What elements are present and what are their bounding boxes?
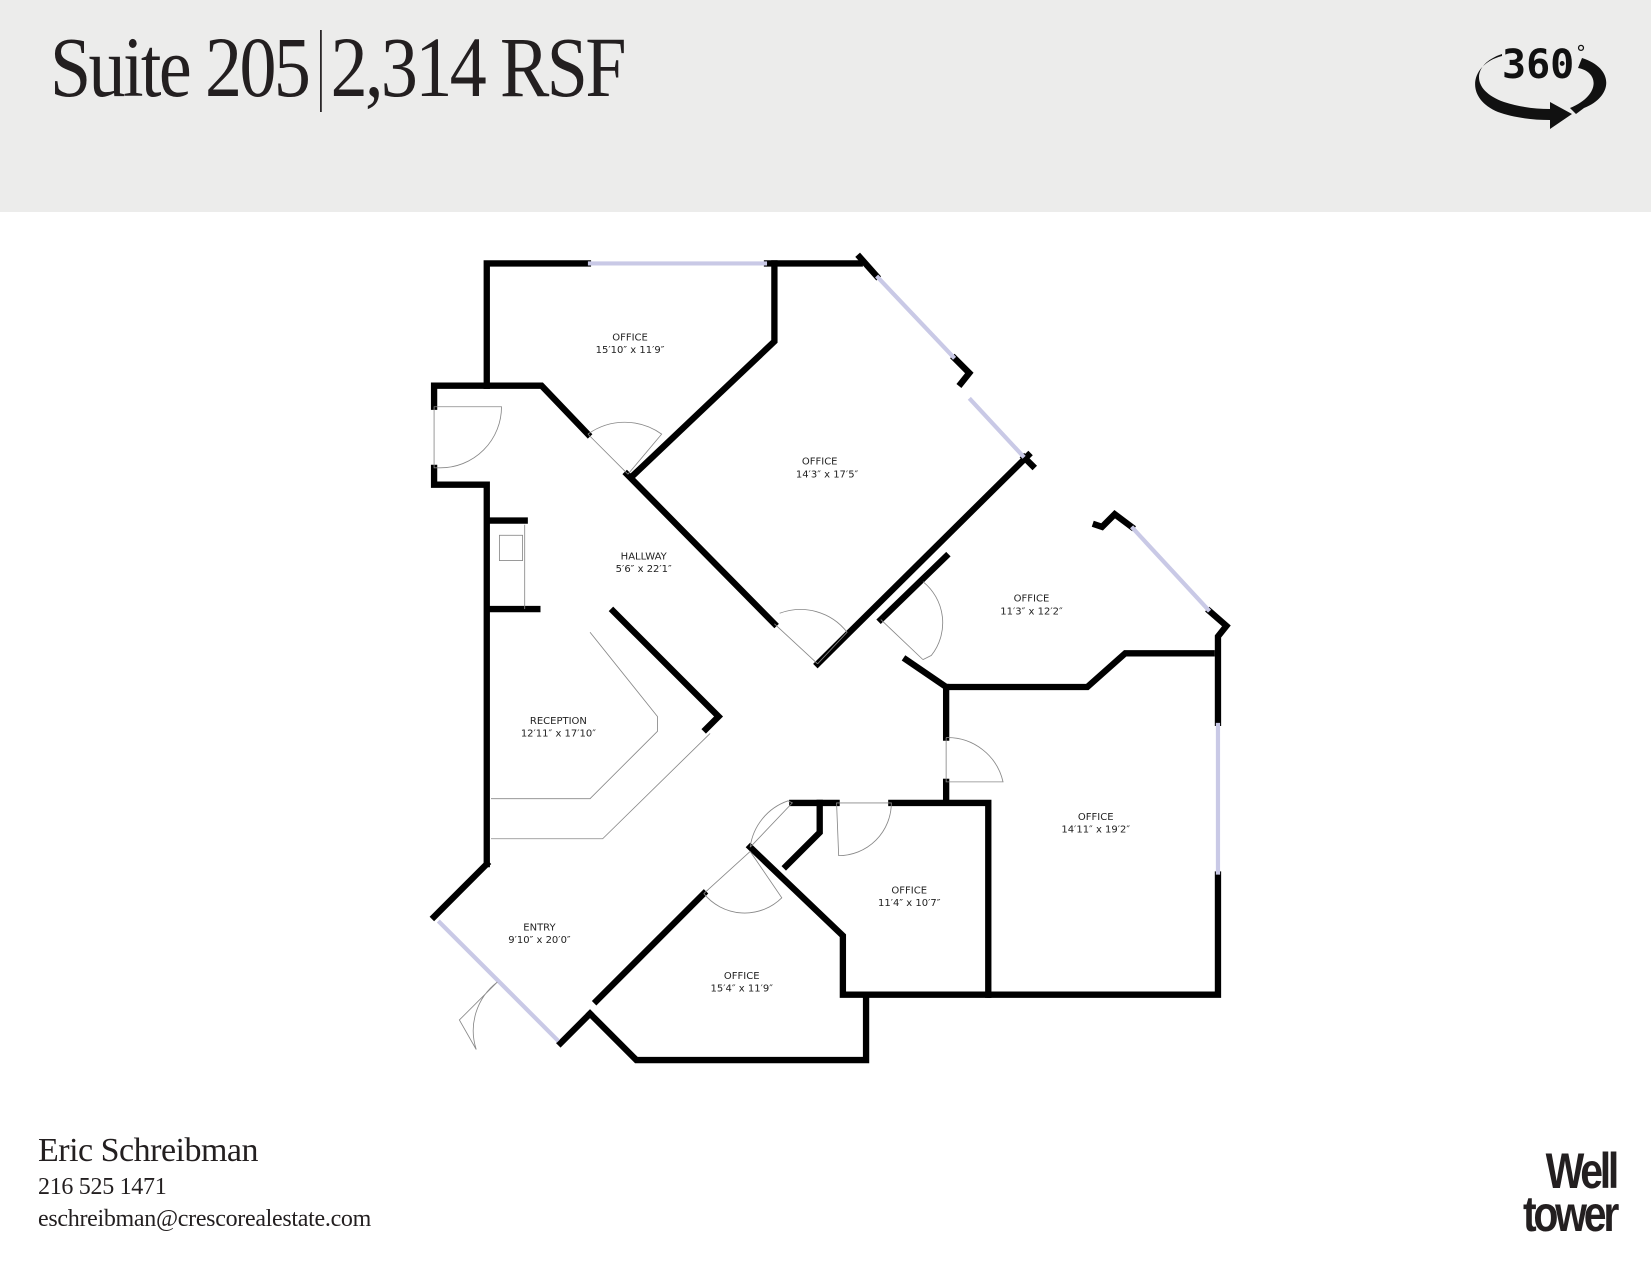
room-office-5-name: OFFICE bbox=[891, 886, 927, 897]
contact-block: Eric Schreibman 216 525 1471 eschreibman… bbox=[38, 1131, 371, 1235]
room-labels: OFFICE 15′10″ x 11′9″ OFFICE 14′3″ x 17′… bbox=[508, 332, 1130, 994]
logo-line-2: tower bbox=[1523, 1186, 1619, 1242]
room-office-2-name: OFFICE bbox=[802, 457, 838, 468]
room-office-5-dims: 11′4″ x 10′7″ bbox=[878, 898, 941, 909]
room-office-1-name: OFFICE bbox=[612, 332, 648, 343]
contact-phone[interactable]: 216 525 1471 bbox=[38, 1174, 167, 1200]
degree-label: ° bbox=[1576, 41, 1586, 65]
title-divider bbox=[320, 30, 323, 112]
room-reception-dims: 12′11″ x 17′10″ bbox=[521, 729, 596, 740]
room-office-4-name: OFFICE bbox=[1078, 812, 1114, 823]
contact-email[interactable]: eschreibman@crescorealestate.com bbox=[38, 1206, 371, 1232]
logo-line-1: Well bbox=[1545, 1143, 1620, 1199]
room-hallway-name: HALLWAY bbox=[621, 552, 668, 563]
room-office-3-name: OFFICE bbox=[1014, 594, 1050, 605]
room-office-6-name: OFFICE bbox=[724, 971, 760, 982]
contact-name: Eric Schreibman bbox=[38, 1132, 259, 1169]
area-label: 2,314 RSF bbox=[330, 19, 627, 115]
room-office-1-dims: 15′10″ x 11′9″ bbox=[596, 345, 665, 356]
room-entry-name: ENTRY bbox=[523, 922, 556, 933]
room-reception-name: RECEPTION bbox=[530, 716, 587, 727]
room-office-2-dims: 14′3″ x 17′5″ bbox=[796, 469, 859, 480]
room-office-6-dims: 15′4″ x 11′9″ bbox=[711, 984, 774, 995]
room-entry-dims: 9′10″ x 20′0″ bbox=[508, 935, 571, 946]
welltower-logo: Well tower bbox=[1498, 1143, 1620, 1242]
room-office-4-dims: 14′11″ x 19′2″ bbox=[1061, 824, 1130, 835]
360-degree-tour-icon[interactable]: 360 ° bbox=[1466, 38, 1612, 132]
suite-label: Suite 205 bbox=[50, 19, 311, 115]
room-hallway-dims: 5′6″ x 22′1″ bbox=[616, 564, 672, 575]
room-office-3-dims: 11′3″ x 12′2″ bbox=[1000, 606, 1063, 617]
360-label: 360 bbox=[1502, 42, 1574, 88]
